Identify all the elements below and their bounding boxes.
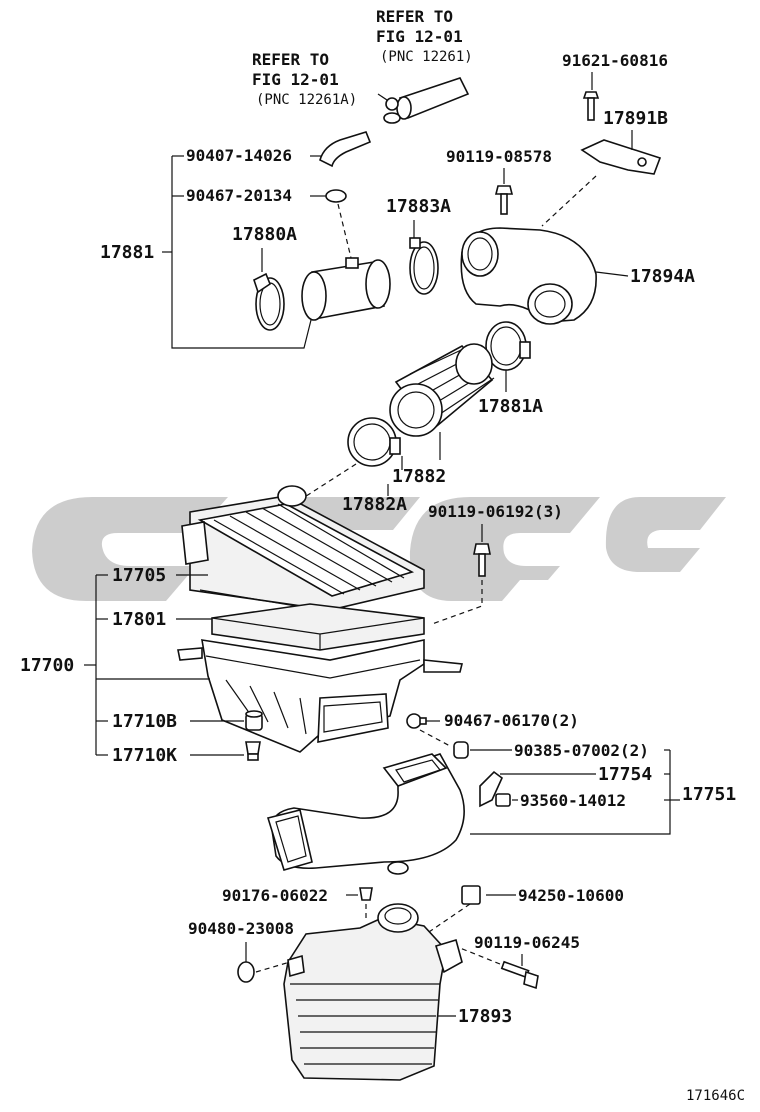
air-cleaner-case: [177, 639, 463, 753]
resonator-17894A: [460, 227, 597, 325]
label-17705: 17705: [112, 565, 166, 586]
label-17894A: 17894A: [630, 266, 695, 287]
inlet-duct-17751: [266, 753, 465, 875]
clamp-17882A: [347, 417, 401, 467]
clamp-17883A: [409, 237, 439, 295]
label-90467-20134: 90467-20134: [186, 186, 292, 205]
label-90176-06022: 90176-06022: [222, 886, 328, 905]
refer-a-line3: (PNC 12261): [380, 49, 473, 65]
bracket-17891B: [580, 130, 662, 175]
label-17891B: 17891B: [603, 108, 668, 129]
bolt-93560-14012: [495, 793, 511, 807]
label-93560-14012: 93560-14012: [520, 791, 626, 810]
intake-hose-17882: [389, 343, 495, 437]
label-17710K: 17710K: [112, 745, 177, 766]
label-90119-06245: 90119-06245: [474, 933, 580, 952]
label-17881A: 17881A: [478, 396, 543, 417]
resonator-box-17893: [283, 903, 463, 1081]
label-90467-06170: 90467-06170(2): [444, 711, 579, 730]
top-hose: [377, 77, 470, 124]
label-17883A: 17883A: [386, 196, 451, 217]
clip-94250-10600: [461, 885, 481, 905]
refer-b-line2: FIG 12-01: [252, 70, 339, 89]
grommet-90385-07002: [453, 741, 469, 759]
filter-element-17801: [211, 603, 425, 651]
bolt-91621-60816: [582, 72, 600, 121]
air-cleaner-cap-17705: [181, 485, 425, 613]
clamp-17881A: [485, 321, 531, 371]
label-17710B: 17710B: [112, 711, 177, 732]
clip-90467-20134: [325, 189, 347, 203]
grommet-17710B: [245, 710, 263, 731]
refer-b-line1: REFER TO: [252, 50, 329, 69]
refer-b-line3: (PNC 12261A): [256, 92, 357, 108]
clip-90176-06022: [359, 887, 373, 901]
label-90385-07002: 90385-07002(2): [514, 741, 649, 760]
label-90407-14026: 90407-14026: [186, 146, 292, 165]
breather-hose: [319, 131, 372, 168]
refer-a-line2: FIG 12-01: [376, 27, 463, 46]
label-90480-23008: 90480-23008: [188, 919, 294, 938]
label-17881: 17881: [100, 242, 154, 263]
label-91621-60816: 91621-60816: [562, 51, 668, 70]
label-17882: 17882: [392, 466, 446, 487]
leader-17881: [171, 156, 313, 349]
airflow-meter-tube: [301, 257, 391, 321]
label-17882A: 17882A: [342, 494, 407, 515]
label-17893: 17893: [458, 1006, 512, 1027]
label-17751: 17751: [682, 784, 736, 805]
clamp-17880A: [253, 272, 285, 331]
refer-a-line1: REFER TO: [376, 7, 453, 26]
bracket-17754: [479, 770, 503, 808]
label-17880A: 17880A: [232, 224, 297, 245]
bolt-90119-06192: [473, 524, 491, 577]
label-90119-08578: 90119-08578: [446, 147, 552, 166]
figure-id: 171646C: [686, 1088, 745, 1104]
clip-90467-06170: [406, 713, 427, 729]
label-17801: 17801: [112, 609, 166, 630]
label-17754: 17754: [598, 764, 652, 785]
label-17700: 17700: [20, 655, 74, 676]
grommet-17710K: [245, 741, 261, 761]
bolt-90119-08578: [494, 168, 514, 215]
bolt-90119-06245: [500, 960, 539, 990]
grommet-90480-23008: [237, 961, 255, 983]
label-90119-06192: 90119-06192(3): [428, 502, 563, 521]
label-94250-10600: 94250-10600: [518, 886, 624, 905]
